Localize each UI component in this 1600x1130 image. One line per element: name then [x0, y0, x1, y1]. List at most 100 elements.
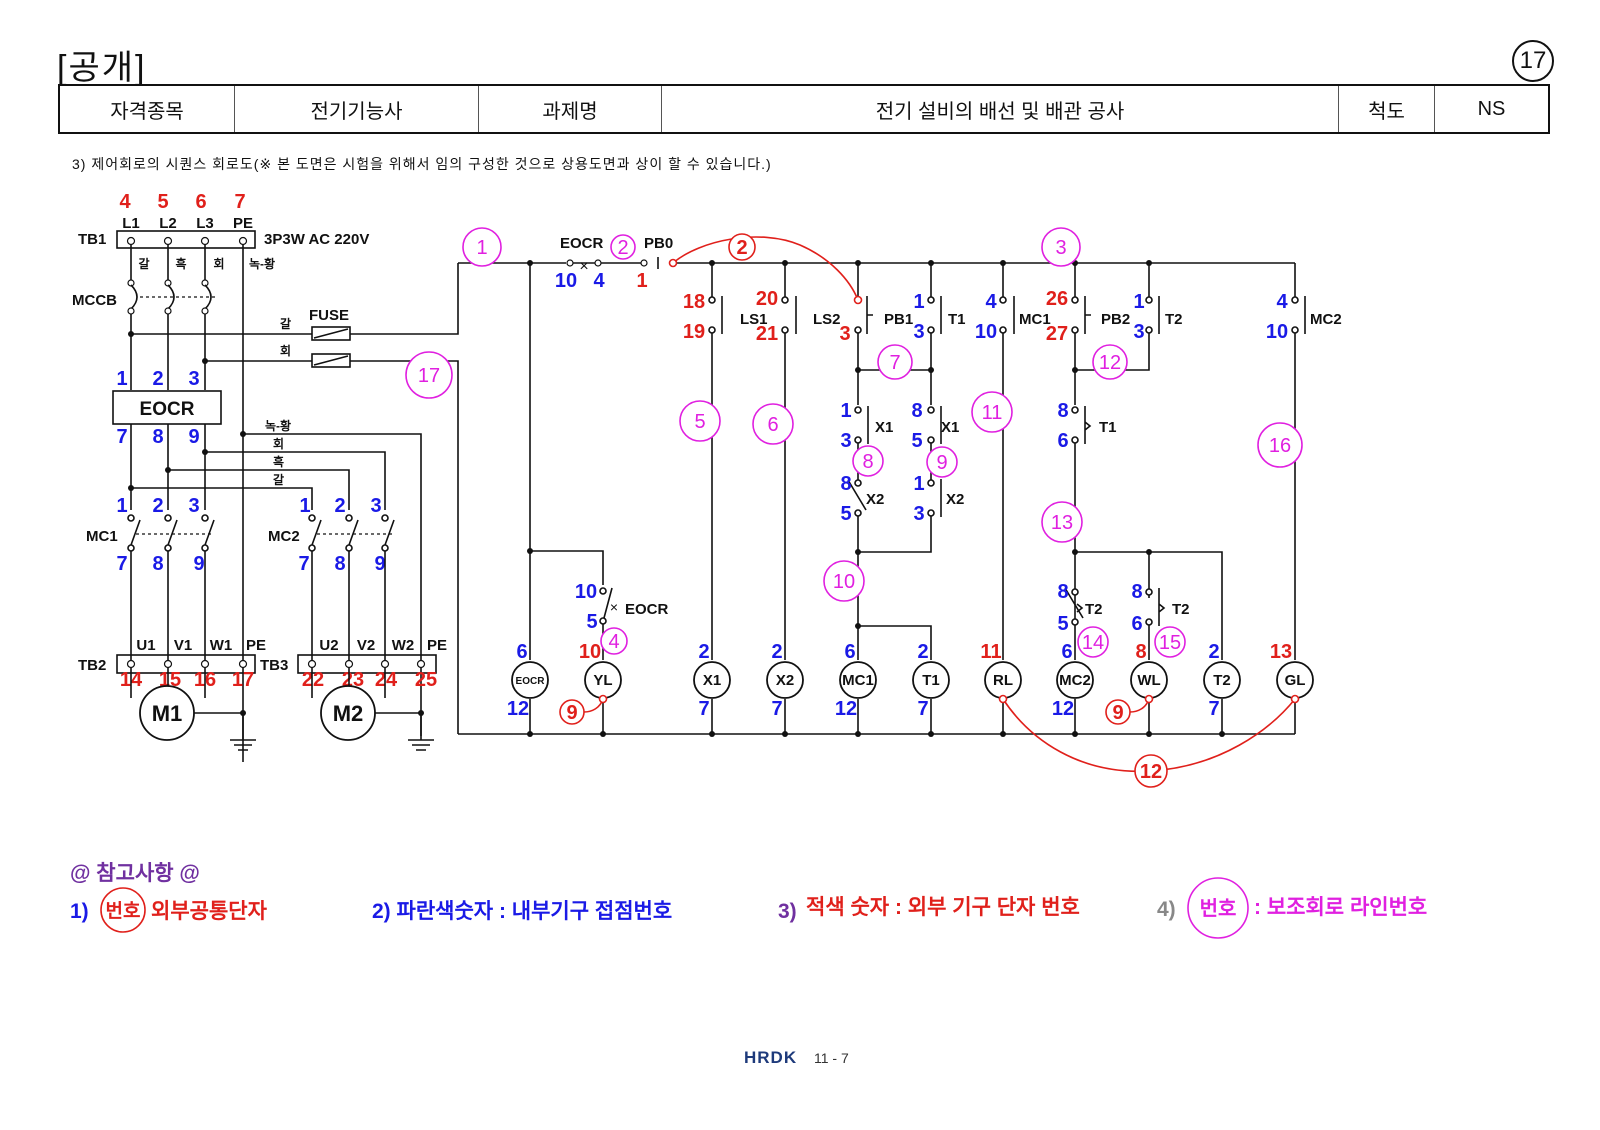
tb3-num-1: 22 — [302, 669, 324, 691]
tb3-term-v2: V2 — [357, 637, 375, 654]
mc1-aux-bottom-num: 10 — [975, 321, 997, 343]
header-table: 자격종목 전기기능사 과제명 전기 설비의 배선 및 배관 공사 척도 NS — [58, 84, 1550, 134]
eocr-out-1: 7 — [116, 426, 127, 448]
eocr-in-1: 1 — [116, 368, 127, 390]
line-num-5: 5 — [694, 411, 705, 433]
mc2-in-3: 3 — [370, 495, 381, 517]
load-x1 — [693, 661, 731, 699]
t2-bottom-num: 3 — [1133, 321, 1144, 343]
load-x1-label: X1 — [703, 672, 721, 689]
common-circle-12 — [1134, 754, 1168, 788]
pb2-bottom-num: 27 — [1046, 323, 1068, 345]
load-mc1 — [839, 661, 877, 699]
footer-page-number: 11 - 7 — [814, 1050, 849, 1066]
tb1-term-pe: PE — [233, 215, 253, 232]
tb1-num-3: 6 — [195, 191, 206, 213]
top-eocr-label: EOCR — [560, 235, 604, 252]
line-num-4: 4 — [608, 631, 619, 653]
t2-b-label: T2 — [1172, 601, 1190, 618]
common-num-2: 2 — [736, 237, 747, 259]
top-num-4: 4 — [593, 270, 605, 292]
tb1-term-l3: L3 — [196, 215, 214, 232]
load-x2-bottom: 7 — [771, 698, 782, 720]
legend-1-circle-icon — [100, 887, 146, 933]
tb3-num-3: 24 — [375, 669, 398, 691]
motor-m1-label: M1 — [152, 701, 183, 726]
line-num-12: 12 — [1099, 352, 1121, 374]
line-num-10: 10 — [833, 571, 855, 593]
tb3-block — [297, 654, 437, 674]
line-num-6: 6 — [767, 414, 778, 436]
t2-b-bottom: 6 — [1131, 613, 1142, 635]
ls2-top-num: 20 — [756, 288, 778, 310]
eocr-contact-bottom: 5 — [586, 611, 597, 633]
header-cell-field: 자격종목 — [58, 84, 235, 134]
phase-color-3: 회 — [213, 256, 224, 271]
tb1-num-1: 4 — [119, 191, 131, 213]
load-eocr-label: EOCR — [516, 676, 546, 687]
line-num-13: 13 — [1051, 512, 1073, 534]
line-num-16: 16 — [1269, 435, 1291, 457]
t1-timer-bottom: 6 — [1057, 430, 1068, 452]
line-number-markers: 1 2 3 4 5 6 7 8 9 10 11 12 13 14 15 16 1… — [405, 227, 1303, 658]
fuse-wire-1: 갈 — [280, 317, 291, 331]
mc2-aux-top-num: 4 — [1276, 291, 1288, 313]
mc2-out-1: 7 — [298, 553, 309, 575]
tb3-term-w2: W2 — [392, 637, 415, 654]
ground-icon-2 — [408, 713, 434, 751]
load-x2-label: X2 — [776, 672, 794, 689]
tb2-term-u1: U1 — [136, 637, 155, 654]
load-rl-label: RL — [993, 672, 1013, 689]
mccb-label: MCCB — [72, 292, 117, 309]
mc2-in-2: 2 — [334, 495, 345, 517]
x2-b-bottom: 3 — [913, 503, 924, 525]
legend-4-text: : 보조회로 라인번호 — [1254, 896, 1427, 919]
load-t2-label: T2 — [1213, 672, 1231, 689]
line-num-8: 8 — [862, 451, 873, 473]
legend-4-num: 4) — [1157, 898, 1176, 921]
t2-a-bottom: 5 — [1057, 613, 1068, 635]
top-num-10: 10 — [555, 270, 577, 292]
load-yl-label: YL — [593, 672, 612, 689]
line-num-17: 17 — [418, 365, 440, 387]
tb3-label: TB3 — [260, 657, 288, 674]
legend-1-circle-text: 번호 — [106, 900, 141, 922]
tb3-term-u2: U2 — [319, 637, 338, 654]
x1-b-label: X1 — [941, 419, 959, 436]
common-num-9a: 9 — [566, 702, 577, 724]
line-num-1: 1 — [476, 237, 487, 259]
t2-a-top: 8 — [1057, 581, 1068, 603]
mc2-in-1: 1 — [299, 495, 310, 517]
ls2-bottom-num: 21 — [756, 323, 778, 345]
x1-a-top: 1 — [840, 400, 851, 422]
common-circle-2 — [728, 233, 756, 261]
tb2-term-v1: V1 — [174, 637, 192, 654]
motor-m2-label: M2 — [333, 701, 364, 726]
legend-3-text: 적색 숫자 : 외부 기구 단자 번호 — [806, 896, 1080, 919]
x2-b-top: 1 — [913, 473, 924, 495]
eocr-power-label: EOCR — [140, 399, 195, 420]
t2-b-top: 8 — [1131, 581, 1142, 603]
t2-top-num: 1 — [1133, 291, 1144, 313]
ground-icon-1 — [230, 713, 256, 751]
eocr-contact-top: 10 — [575, 581, 597, 603]
x1-a-bottom: 3 — [840, 430, 851, 452]
line-num-3: 3 — [1055, 237, 1066, 259]
x1-b-top: 8 — [911, 400, 922, 422]
x2-a-top: 8 — [840, 473, 851, 495]
tb2-term-pe: PE — [246, 637, 266, 654]
legend-3-num: 3) — [778, 900, 797, 923]
eocr-contact-mark: × — [610, 599, 618, 615]
diagram-note: 3) 제어회로의 시퀀스 회로도(※ 본 도면은 시험을 위해서 임의 구성한 … — [72, 156, 772, 172]
common-num-9b: 9 — [1112, 702, 1123, 724]
load-x1-top: 2 — [698, 641, 709, 663]
top-pb0-label: PB0 — [644, 235, 673, 252]
load-t1-top: 2 — [917, 641, 928, 663]
load-mc2 — [1056, 661, 1094, 699]
fuse-wire-2: 회 — [280, 343, 291, 358]
load-x2 — [766, 661, 804, 699]
ls1-bottom-num: 19 — [683, 321, 705, 343]
eocr-out-2: 8 — [152, 426, 163, 448]
pb1-bottom-num: 3 — [839, 323, 850, 345]
